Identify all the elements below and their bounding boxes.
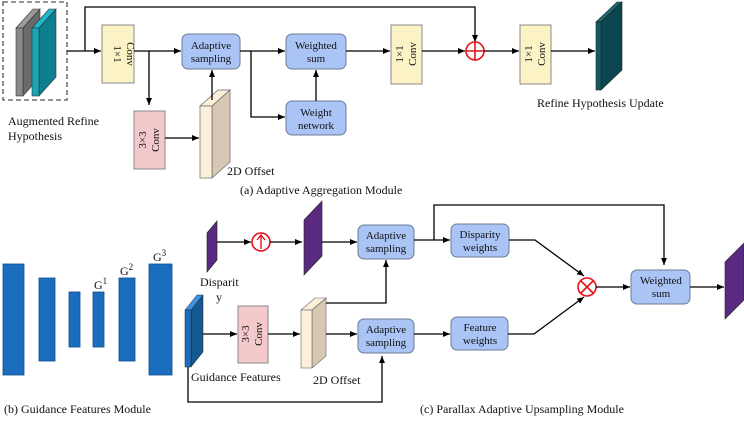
- arrow-featweights-multiply: [508, 296, 585, 335]
- arrow-dispweights-multiply: [509, 239, 585, 277]
- offset-label-c: 2D Offset: [313, 373, 361, 387]
- output-label: Refine Hypothesis Update: [537, 96, 664, 110]
- conv1x1-block-3: 1×1 Conv: [519, 24, 552, 85]
- svg-text:Feature: Feature: [464, 322, 497, 334]
- decoder-bar-g2: [118, 277, 136, 362]
- weight-network-block: Weight network: [285, 100, 347, 136]
- add-operator-icon: [465, 41, 485, 61]
- svg-text:sampling: sampling: [366, 337, 407, 349]
- arrow-adaptive-weightnet: [250, 51, 285, 120]
- conv3x3-block-c: 3×3 Conv: [237, 305, 269, 364]
- svg-text:sum: sum: [652, 288, 671, 300]
- upsample-operator-icon: [251, 232, 271, 252]
- svg-text:Adaptive: Adaptive: [366, 230, 406, 242]
- weighted-sum-block-c: Weighted sum: [630, 269, 691, 305]
- output-disparity-slab: [724, 242, 744, 320]
- svg-text:Weight: Weight: [300, 107, 332, 119]
- svg-text:weights: weights: [463, 242, 497, 254]
- g3-label: G3: [153, 248, 167, 264]
- svg-text:Conv: Conv: [407, 42, 419, 66]
- svg-text:1×1: 1×1: [523, 45, 535, 62]
- adaptive-sampling-top: Adaptive sampling: [357, 224, 415, 260]
- offset-block-c: [300, 297, 327, 369]
- svg-text:3×3: 3×3: [137, 131, 149, 149]
- svg-text:Conv: Conv: [536, 42, 548, 66]
- conv3x3-block: 3×3 Conv: [133, 110, 166, 170]
- decoder-bar-g1: [92, 291, 105, 348]
- adaptive-sampling-bottom: Adaptive sampling: [357, 318, 415, 354]
- input-label-line2: Hypothesis: [8, 129, 62, 143]
- encoder-bar-1: [2, 263, 25, 376]
- arrow-offset-adaptive-top: [326, 260, 389, 304]
- caption-c: (c) Parallax Adaptive Upsampling Module: [420, 402, 624, 416]
- encoder-bar-2: [38, 277, 56, 362]
- feature-weights-block: Feature weights: [450, 316, 509, 351]
- skip-connection: [84, 6, 478, 51]
- disparity-weights-block: Disparity weights: [450, 223, 510, 258]
- offset-block-a: [199, 89, 231, 179]
- svg-text:1×1: 1×1: [394, 45, 406, 62]
- output-update-slab: [595, 1, 623, 91]
- encoder-bar-3: [68, 291, 81, 348]
- svg-text:Weighted: Weighted: [295, 40, 337, 52]
- guidance-features-slab: [184, 294, 204, 368]
- input-label: Augmented Refine: [8, 114, 99, 128]
- arrow-adaptive-weightedsum-skip: [433, 204, 667, 265]
- caption-a: (a) Adaptive Aggregation Module: [240, 183, 402, 197]
- module-b: G1 G2 G3 (b) Guidance Features Module: [2, 248, 173, 416]
- weighted-sum-block-a: Weighted sum: [285, 33, 347, 70]
- adaptive-sampling-block-a: Adaptive sampling: [181, 33, 241, 70]
- svg-text:Conv: Conv: [124, 42, 136, 66]
- g1-label: G1: [94, 276, 107, 292]
- svg-text:sampling: sampling: [191, 53, 232, 65]
- offset-label-a: 2D Offset: [227, 164, 275, 178]
- multiply-operator-icon: [577, 277, 597, 297]
- g2-label: G2: [120, 262, 133, 278]
- svg-text:network: network: [298, 120, 335, 132]
- upsampled-disparity-slab: [303, 200, 323, 276]
- svg-text:Adaptive: Adaptive: [366, 324, 406, 336]
- conv1x1-block-2: 1×1 Conv: [390, 24, 423, 85]
- module-a: Augmented Refine Hypothesis 1×1 Conv 3×3…: [2, 1, 664, 197]
- module-c: Disparit y Guidance Features 3×3 Conv: [184, 200, 744, 416]
- svg-text:1×1: 1×1: [111, 45, 123, 62]
- svg-text:Weighted: Weighted: [640, 275, 682, 287]
- svg-text:Conv: Conv: [253, 322, 265, 346]
- conv1x1-block: 1×1 Conv: [101, 24, 136, 84]
- svg-text:Adaptive: Adaptive: [191, 40, 231, 52]
- svg-text:sampling: sampling: [366, 243, 407, 255]
- disparity-label-line2: y: [216, 290, 222, 304]
- guidance-label: Guidance Features: [191, 370, 281, 384]
- disparity-input-slab: [206, 220, 218, 273]
- svg-text:3×3: 3×3: [240, 325, 252, 343]
- disparity-label: Disparit: [200, 275, 239, 289]
- svg-text:Disparity: Disparity: [460, 229, 501, 241]
- arrow-guidance-adaptive-bottom: [187, 356, 385, 403]
- caption-b: (b) Guidance Features Module: [4, 402, 151, 416]
- svg-text:Conv: Conv: [150, 128, 162, 152]
- svg-text:sum: sum: [307, 53, 326, 65]
- hypothesis-teal-slab: [31, 8, 57, 97]
- svg-text:weights: weights: [463, 335, 497, 347]
- decoder-bar-g3: [148, 263, 173, 376]
